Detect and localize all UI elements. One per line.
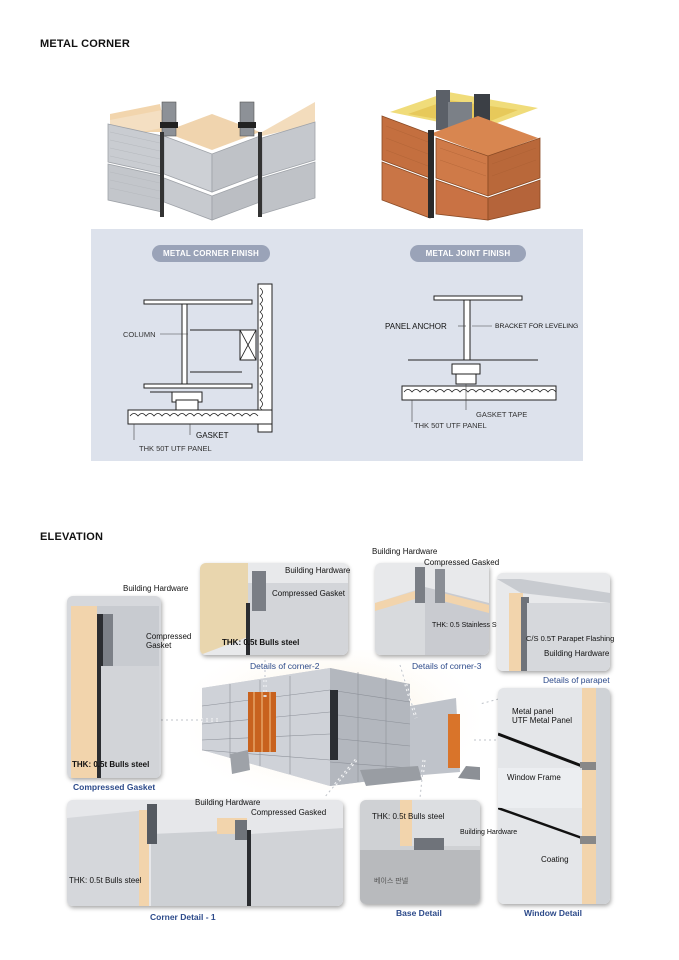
corner2-gasket-label: Compressed Gasket xyxy=(272,589,345,598)
corner3-gasket-label: Compressed Gasked xyxy=(424,558,500,567)
base-detail-card xyxy=(360,800,480,904)
corner-2-caption: Details of corner-2 xyxy=(250,661,320,671)
gasket-card-gasket-label-1: Compressed xyxy=(146,632,192,641)
section-title-metal-corner: METAL CORNER xyxy=(40,38,130,50)
panel-anchor-label: PANEL ANCHOR xyxy=(385,322,447,331)
corner2-thk-label: THK: 0.5t Bulls steel xyxy=(222,638,300,647)
metal-corner-finish-pill: METAL CORNER FINISH xyxy=(152,245,270,262)
parapet-hardware-label: Building Hardware xyxy=(544,649,610,658)
window-coating-label: Coating xyxy=(541,855,569,864)
parapet-card xyxy=(497,573,610,671)
section-title-elevation: ELEVATION xyxy=(40,531,104,543)
bracket-leveling-label: BRACKET FOR LEVELING xyxy=(495,323,579,330)
metal-joint-finish-pill: METAL JOINT FINISH xyxy=(410,245,526,262)
corner2-hardware-label: Building Hardware xyxy=(285,566,351,575)
metal-corner-grey-illustration xyxy=(107,101,316,221)
metal-corner-finish-drawing xyxy=(127,283,273,440)
gasket-label: GASKET xyxy=(196,431,229,440)
parapet-caption: Details of parapet xyxy=(543,675,610,685)
corner-3-caption: Details of corner-3 xyxy=(412,661,482,671)
window-card xyxy=(498,688,610,904)
base-hardware-label: Building Hardware xyxy=(460,829,518,836)
base-thk-label: THK: 0.5t Bulls steel xyxy=(372,812,445,821)
corner-detail-1-caption: Corner Detail - 1 xyxy=(150,912,216,922)
metal-corner-wood-illustration xyxy=(381,90,541,221)
compressed-gasket-caption: Compressed Gasket xyxy=(73,782,156,792)
corner3-thk-label: THK: 0.5 Stainless Steel xyxy=(432,622,508,629)
corner-2-card xyxy=(200,563,348,655)
corner-3-card xyxy=(375,563,489,655)
gasket-card-hardware-label: Building Hardware xyxy=(123,584,189,593)
gasket-card-gasket-label-2: Gasket xyxy=(146,641,172,650)
base-detail-caption: Base Detail xyxy=(396,908,442,918)
joint-panel-thk-label: THK 50T UTF PANEL xyxy=(414,421,487,430)
gasket-card-thk-label: THK: 0.5t Bulls steel xyxy=(72,760,150,769)
corner1-gasket-label: Compressed Gasked xyxy=(251,808,327,817)
window-panel-label-1: Metal panel xyxy=(512,707,554,716)
corner1-thk-label: THK: 0.5t Bulls steel xyxy=(69,876,142,885)
corner1-hardware-label: Building Hardware xyxy=(195,798,261,807)
base-korean-label: 베이스 판넬 xyxy=(374,878,409,885)
gasket-tape-label: GASKET TAPE xyxy=(476,410,528,419)
window-frame-label: Window Frame xyxy=(507,773,561,782)
window-panel-label-2: UTF Metal Panel xyxy=(512,716,573,725)
metal-joint-finish-drawing xyxy=(401,295,557,422)
compressed-gasket-card xyxy=(67,596,161,778)
window-detail-caption: Window Detail xyxy=(524,908,583,918)
corner-detail-1-card xyxy=(67,800,343,906)
parapet-flashing-label: C/S 0.5T Parapet Flashing xyxy=(526,634,615,643)
corner-panel-thk-label: THK 50T UTF PANEL xyxy=(139,444,212,453)
column-label: COLUMN xyxy=(123,330,156,339)
corner3-hardware-label: Building Hardware xyxy=(372,547,438,556)
